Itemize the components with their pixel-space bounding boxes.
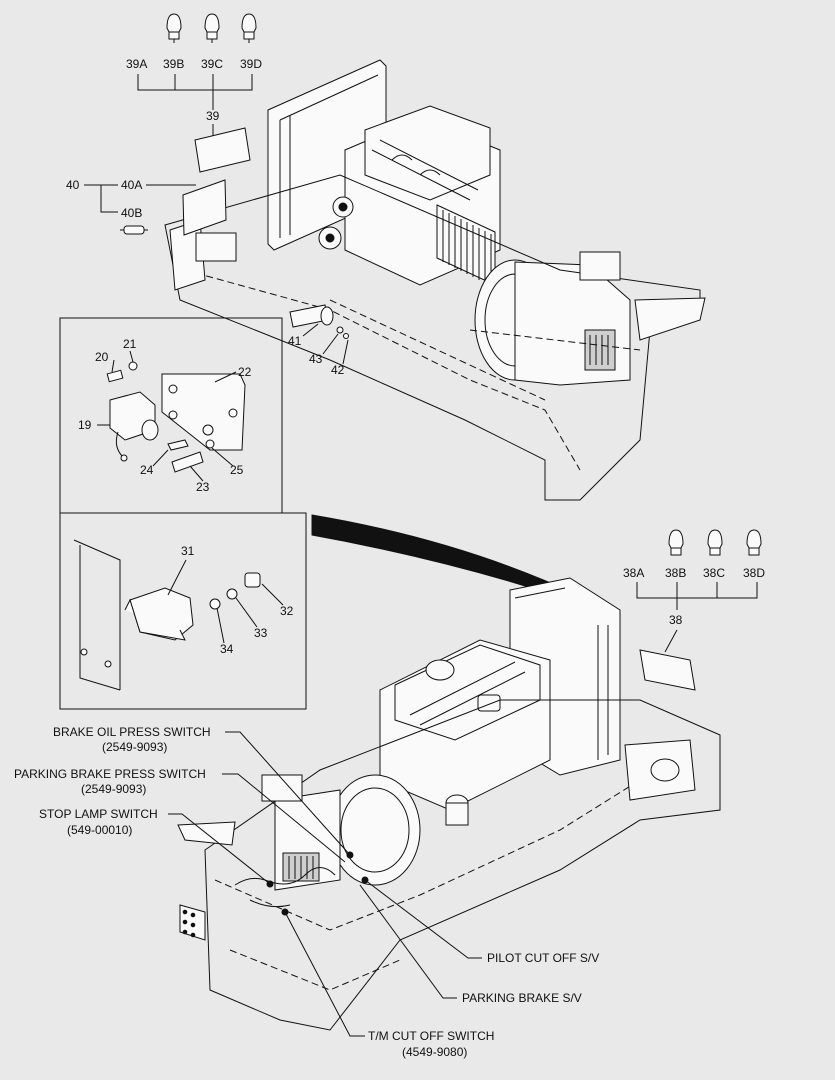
part-label-34: 34	[220, 642, 234, 656]
bulb-icon	[668, 529, 684, 556]
part-label-39B: 39B	[163, 57, 184, 71]
callout-pilot-cut-off-sv: PILOT CUT OFF S/V	[487, 951, 599, 965]
callout-tm-cut-off-switch-code: (4549-9080)	[402, 1045, 467, 1059]
lower-machine-frame	[177, 577, 721, 1031]
callout-tm-cut-off-switch: T/M CUT OFF SWITCH	[368, 1029, 494, 1043]
detail-switch-assembly	[106, 361, 246, 473]
callout-parking-brake-press-switch-code: (2549-9093)	[81, 782, 146, 796]
callout-stop-lamp-switch: STOP LAMP SWITCH	[39, 807, 158, 821]
leader-bracket-38	[636, 582, 758, 610]
part-label-38: 38	[669, 613, 683, 627]
part-label-23: 23	[196, 480, 210, 494]
callout-stop-lamp-switch-code: (549-00010)	[67, 823, 132, 837]
detail-stop-lamp	[73, 539, 261, 691]
leader-lines-inset-2	[167, 559, 284, 644]
part-label-43: 43	[309, 352, 323, 366]
bulb-icon	[746, 529, 762, 556]
part-label-38D: 38D	[743, 566, 765, 580]
festoon-bulb-icon	[120, 225, 148, 235]
part-label-31: 31	[181, 544, 195, 558]
leader-tm-cut	[284, 911, 365, 1037]
part-label-21: 21	[123, 337, 137, 351]
part-label-33: 33	[254, 626, 268, 640]
part-label-42: 42	[331, 363, 345, 377]
part-label-24: 24	[140, 463, 154, 477]
part-label-40B: 40B	[121, 206, 142, 220]
detail-box-stop-lamp	[59, 512, 307, 710]
part-label-39A: 39A	[126, 57, 147, 71]
part-label-20: 20	[95, 350, 109, 364]
part-label-32: 32	[280, 604, 294, 618]
part-label-38C: 38C	[703, 566, 725, 580]
callout-parking-brake-press-switch: PARKING BRAKE PRESS SWITCH	[14, 767, 206, 781]
part-label-22: 22	[238, 365, 252, 379]
upper-machine-frame	[164, 59, 706, 501]
part-label-40: 40	[66, 178, 80, 192]
leader-bracket-39	[137, 74, 253, 110]
callout-parking-brake-sv: PARKING BRAKE S/V	[462, 991, 582, 1005]
leader-line-38	[664, 629, 678, 653]
leader-lines-inset-1	[97, 350, 237, 482]
part-label-19: 19	[78, 418, 92, 432]
part-label-41: 41	[288, 334, 302, 348]
part-label-39: 39	[206, 109, 220, 123]
callout-brake-oil-press-switch-code: (2549-9093)	[102, 740, 167, 754]
leader-parking-brake-sv	[359, 884, 457, 999]
part-label-39D: 39D	[240, 57, 262, 71]
bulb-icon	[166, 13, 182, 43]
bulb-icon	[241, 13, 257, 43]
callout-brake-oil-press-switch: BRAKE OIL PRESS SWITCH	[53, 725, 211, 739]
leader-parking-brake-press	[222, 773, 346, 863]
part-label-38A: 38A	[623, 566, 644, 580]
leader-stop-lamp	[168, 813, 271, 885]
part-label-38B: 38B	[665, 566, 686, 580]
leader-brake-oil	[225, 731, 351, 856]
part-label-25: 25	[230, 463, 244, 477]
leader-lines-41-43	[302, 323, 349, 365]
leader-pilot-cut	[364, 879, 482, 959]
bulb-icon	[204, 13, 220, 43]
bulb-icon	[707, 529, 723, 556]
part-label-40A: 40A	[121, 178, 142, 192]
part-label-39C: 39C	[201, 57, 223, 71]
leader-bracket-40	[84, 184, 196, 213]
